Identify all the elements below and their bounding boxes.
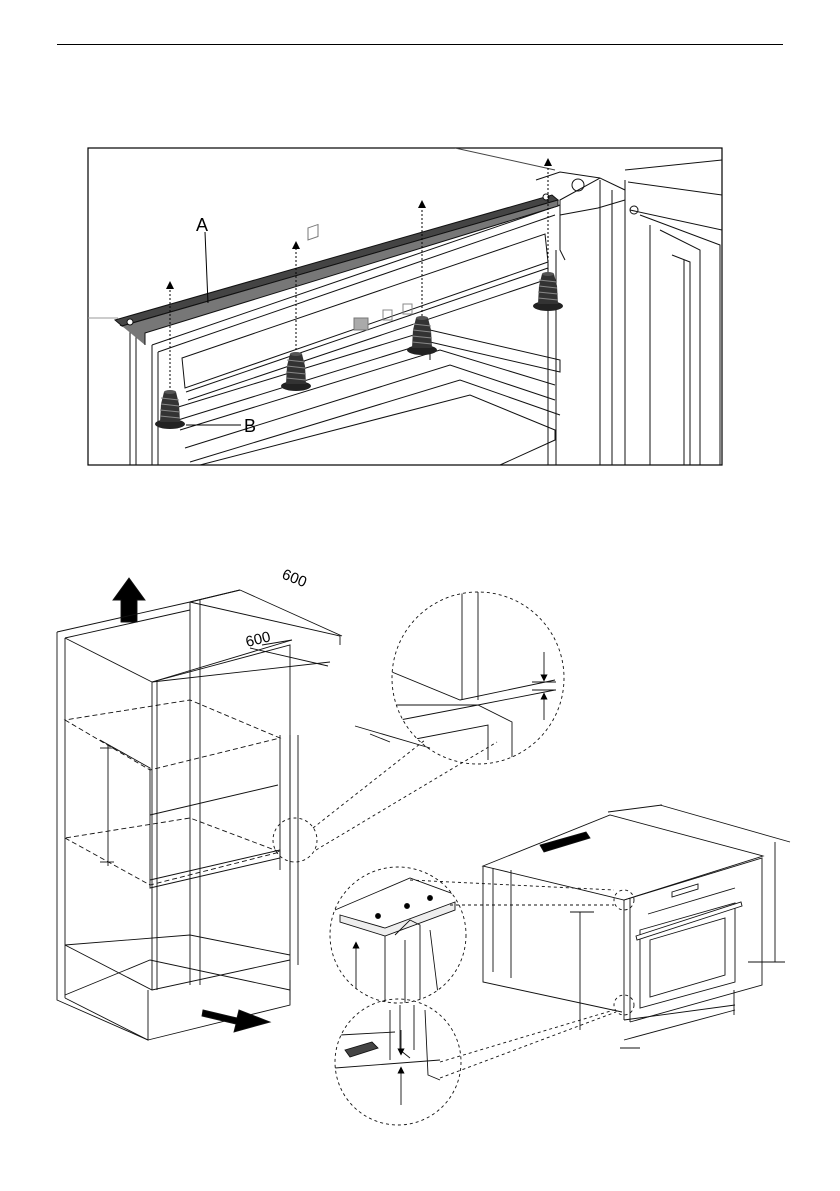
label-a: A — [196, 215, 208, 235]
figure-2-cabinet-and-oven: 600 600 — [57, 566, 790, 1125]
tall-cabinet — [57, 590, 342, 1040]
built-in-oven — [483, 805, 790, 1048]
detail-circle-bottom-gap — [335, 999, 616, 1125]
dimension-depth-label: 600 — [280, 566, 310, 591]
screw-4 — [533, 272, 563, 311]
display-window — [354, 318, 368, 330]
oven-vent — [540, 832, 590, 852]
push-arrow-icon — [202, 1010, 270, 1032]
label-b: B — [244, 416, 256, 436]
screw-1 — [155, 390, 185, 429]
leader-a — [205, 232, 208, 303]
trim-strip-a — [115, 195, 558, 326]
detail-circle-top-trim — [330, 867, 614, 1010]
figure-1-top-strip-installation: A B — [88, 148, 722, 465]
